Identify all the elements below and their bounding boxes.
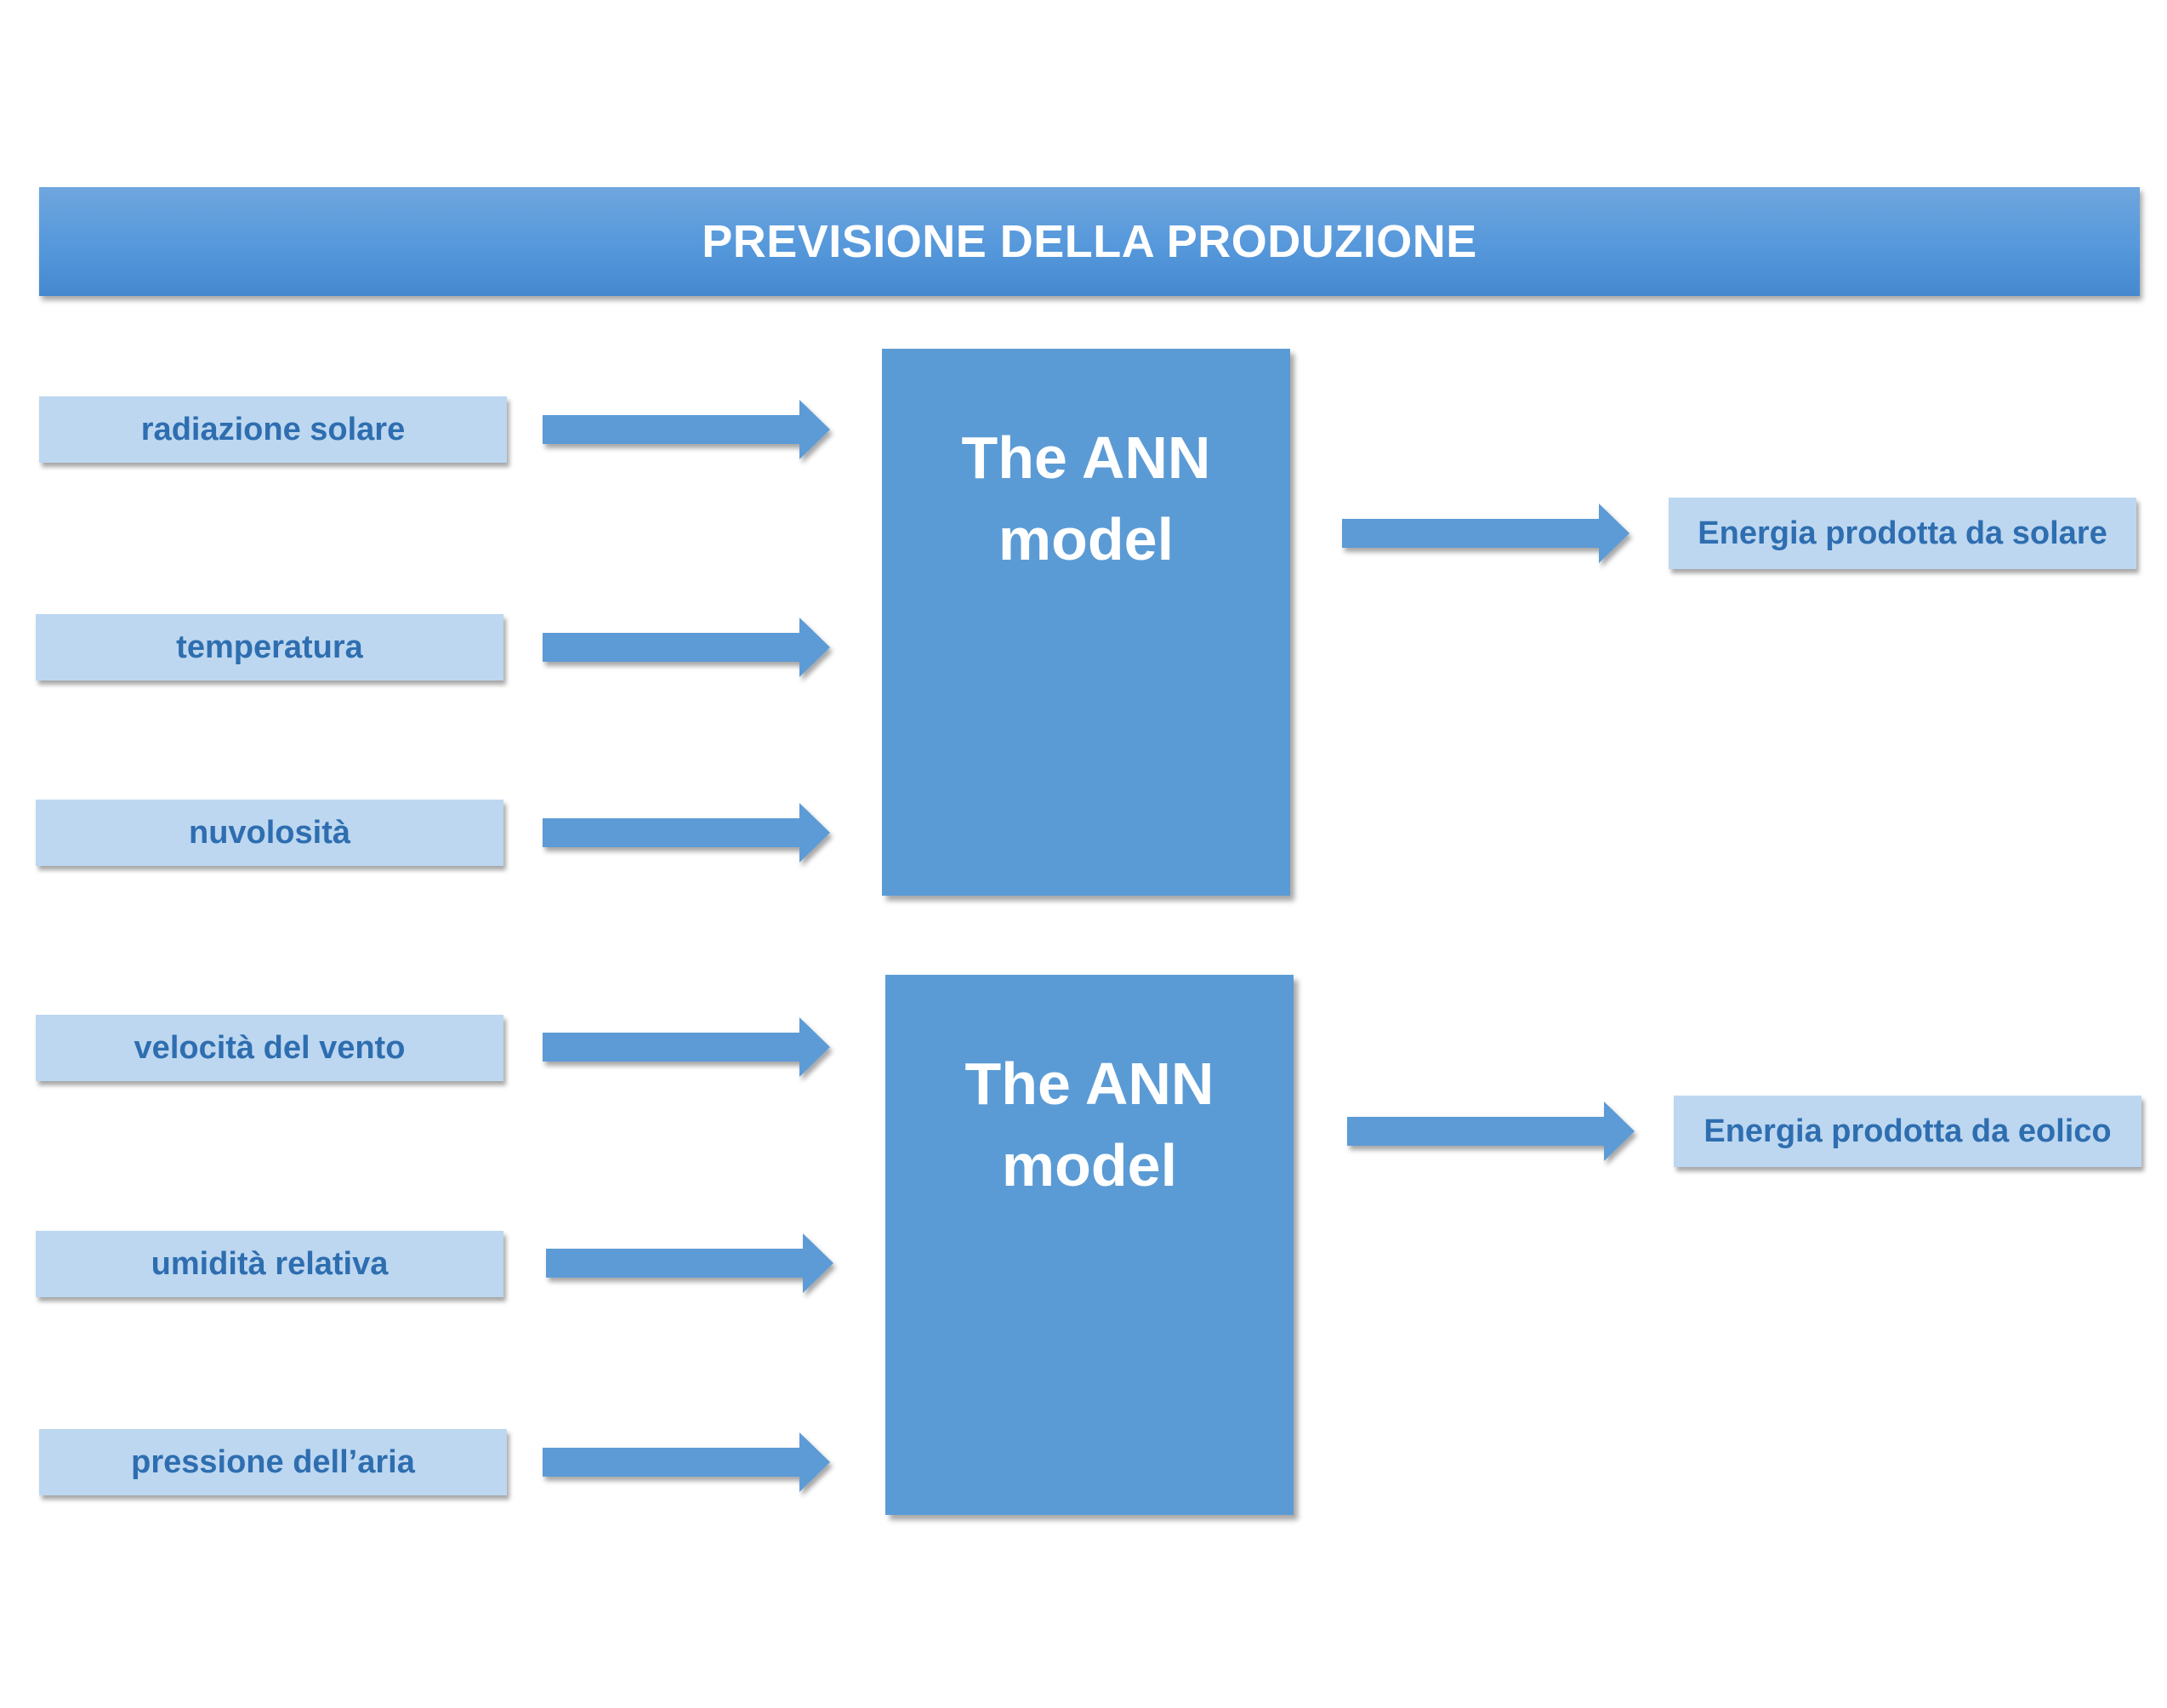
ann-model-box-solar: The ANN model [882, 349, 1290, 896]
input-radiazione-solare: radiazione solare [39, 396, 507, 463]
input-temperatura: temperatura [36, 614, 503, 680]
output-energia-eolico: Energia prodotta da eolico [1674, 1096, 2141, 1167]
arrow-right-icon [543, 618, 830, 677]
input-umidita-relativa: umidità relativa [36, 1231, 503, 1297]
arrow-right-icon [543, 1432, 830, 1492]
input-nuvolosita: nuvolosità [36, 800, 503, 866]
arrow-right-icon [546, 1233, 833, 1293]
ann-model-title-line1: The ANN [964, 1050, 1214, 1117]
ann-model-title-line1: The ANN [961, 424, 1211, 491]
input-pressione-aria: pressione dell’aria [39, 1429, 507, 1495]
arrow-right-icon [543, 400, 830, 459]
ann-model-title-line2: model [1001, 1132, 1178, 1198]
arrow-right-icon [1347, 1102, 1635, 1161]
arrow-right-icon [1342, 504, 1630, 563]
ann-model-box-wind: The ANN model [885, 975, 1294, 1515]
diagram-title: PREVISIONE DELLA PRODUZIONE [39, 187, 2140, 296]
input-velocita-vento: velocità del vento [36, 1015, 503, 1081]
ann-model-title-line2: model [998, 506, 1175, 572]
arrow-right-icon [543, 803, 830, 863]
arrow-right-icon [543, 1017, 830, 1077]
output-energia-solare: Energia prodotta da solare [1669, 498, 2136, 569]
